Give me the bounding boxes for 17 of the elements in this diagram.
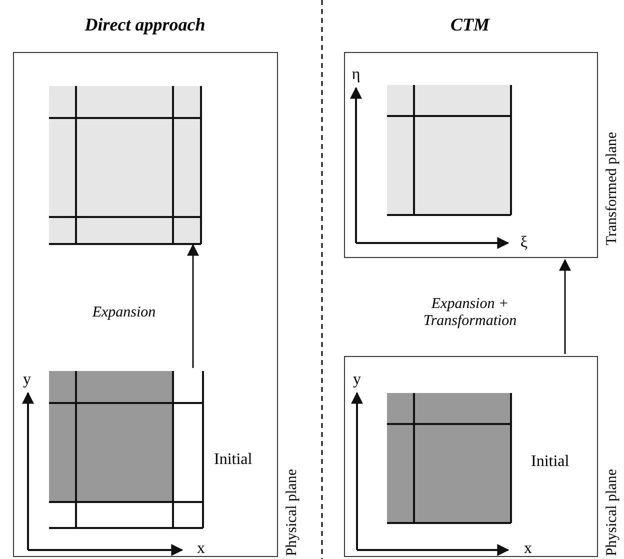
- plane-label: Physical plane: [285, 468, 300, 556]
- arrow: [187, 244, 199, 368]
- column-title: CTM: [450, 14, 490, 36]
- edge-label: Expansion + Transformation: [423, 296, 517, 330]
- caption-label: Initial: [214, 451, 252, 470]
- column-title: Direct approach: [84, 14, 206, 36]
- axis-label: y: [353, 370, 361, 390]
- arrow: [559, 258, 571, 354]
- axis-label: x: [197, 540, 205, 558]
- axis-label: ξ: [520, 234, 528, 252]
- axis-label: η: [352, 66, 360, 84]
- caption-label: Initial: [531, 453, 570, 472]
- plane-label: Physical plane: [605, 468, 620, 556]
- plane-label: Transformed plane: [605, 132, 620, 245]
- axis-label: y: [23, 370, 31, 390]
- axis-label: x: [524, 540, 532, 558]
- edge-label: Expansion: [92, 304, 156, 322]
